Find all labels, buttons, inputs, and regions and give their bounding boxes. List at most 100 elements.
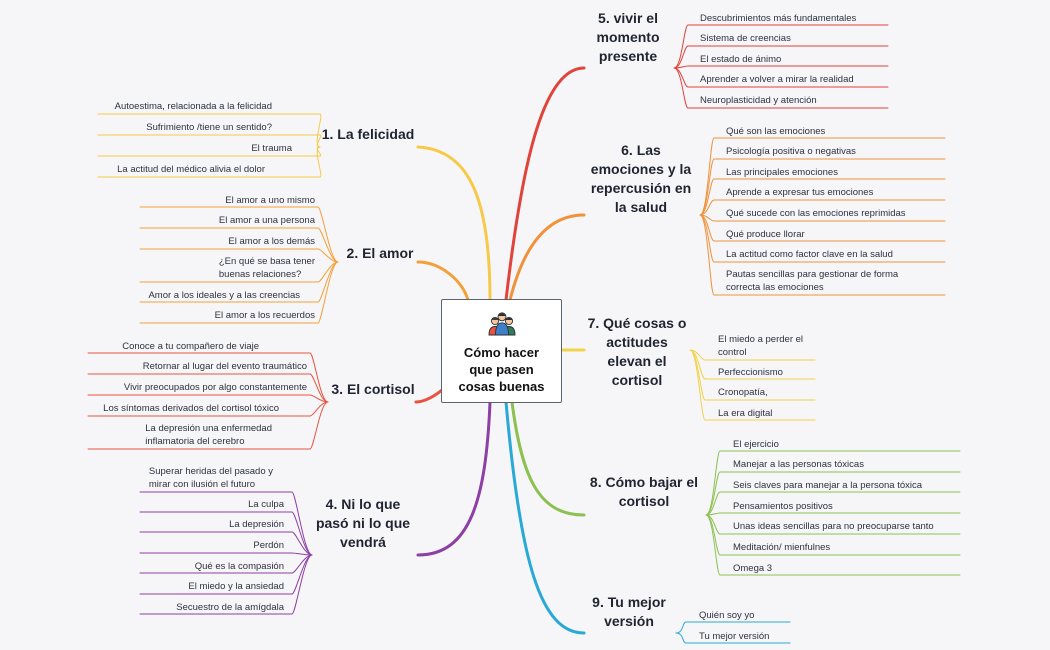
leaf-item[interactable]: La depresión una enfermedad inflamatoria… (145, 423, 272, 447)
branch-connector-emociones (508, 213, 586, 302)
sub-connector (673, 67, 689, 109)
branch-title-mejor[interactable]: 9. Tu mejor versión (592, 594, 666, 629)
leaf-item[interactable]: La actitud del médico alivia el dolor (117, 164, 265, 175)
sub-connector (309, 352, 329, 403)
leaf-item[interactable]: Superar heridas del pasado y mirar con i… (148, 466, 273, 490)
leaf-item[interactable]: Qué sucede con las emociones reprimidas (726, 208, 906, 219)
sub-connector (673, 45, 689, 69)
sub-connector (705, 514, 721, 535)
sub-connector (317, 248, 339, 263)
branch-connector-bajar (510, 400, 586, 517)
branch-connector-pasado (416, 400, 492, 557)
sub-connector (675, 632, 687, 644)
sub-connector (699, 214, 715, 296)
leaf-item[interactable]: El ejercicio (733, 439, 779, 450)
leaf-item[interactable]: Pautas sencillas para gestionar de forma… (726, 269, 899, 293)
branch-connector-cortisol (414, 388, 444, 404)
central-title: Cómo hacer que pasen cosas buenas (458, 345, 545, 394)
leaf-item[interactable]: El miedo a perder el control (718, 334, 804, 358)
sub-connector (291, 531, 313, 556)
sub-connector (317, 227, 339, 263)
sub-connector (309, 394, 329, 403)
leaf-item[interactable]: El amor a los demás (228, 236, 315, 247)
leaf-item[interactable]: Descubrimientos más fundamentales (700, 13, 857, 24)
sub-connector (699, 178, 715, 216)
people-group-icon (488, 312, 516, 336)
sub-connector (689, 349, 706, 421)
sub-connector (699, 214, 715, 242)
branch-connector-felicidad (416, 145, 492, 302)
branch-title-amor[interactable]: 2. El amor (346, 245, 414, 261)
branch-connector-amor (416, 260, 470, 302)
leaf-item[interactable]: Meditación/ mienfulnes (733, 542, 831, 553)
sub-connector (291, 554, 313, 595)
branch-connector-mejor (504, 400, 586, 635)
sub-connector (316, 146, 322, 178)
leaf-item[interactable]: El miedo y la ansiedad (188, 581, 284, 592)
leaf-item[interactable]: Seis claves para manejar a la persona tó… (733, 480, 923, 491)
leaf-item[interactable]: Retornar al lugar del evento traumático (142, 361, 307, 372)
leaf-item[interactable]: Secuestro de la amígdala (176, 602, 284, 613)
leaf-item[interactable]: Qué son las emociones (726, 126, 826, 137)
leaf-item[interactable]: Vivir preocupados por algo constantement… (123, 382, 307, 393)
branch-title-emociones[interactable]: 6. Las emociones y la repercusión en la … (590, 142, 692, 215)
leaf-item[interactable]: Cronopatía, (718, 387, 768, 398)
leaf-item[interactable]: Perdón (253, 540, 284, 551)
sub-connector (705, 450, 721, 516)
sub-connector (291, 511, 313, 556)
leaf-item[interactable]: Aprender a volver a mirar la realidad (700, 74, 854, 85)
sub-connector (699, 199, 715, 216)
leaf-item[interactable]: Psicología positiva o negativas (726, 146, 856, 157)
branch-connector-presente (504, 66, 586, 302)
leaf-item[interactable]: Unas ideas sencillas para no preocuparse… (733, 521, 934, 532)
sub-connector (317, 261, 339, 303)
leaf-item[interactable]: Qué es la compasión (194, 561, 284, 572)
leaf-item[interactable]: La actitud como factor clave en la salud (726, 249, 893, 260)
leaf-item[interactable]: Manejar a las personas tóxicas (733, 459, 864, 470)
sub-connector (705, 491, 721, 516)
leaf-item[interactable]: El amor a uno mismo (225, 195, 315, 206)
sub-connector (316, 113, 322, 148)
leaf-item[interactable]: El trauma (251, 143, 292, 154)
sub-connector (317, 261, 339, 324)
leaf-item[interactable]: Pensamientos positivos (733, 501, 833, 512)
leaf-item[interactable]: ¿En qué se basa tener buenas relaciones? (218, 256, 315, 280)
branch-title-presente[interactable]: 5. vivir el momento presente (596, 10, 660, 64)
leaf-item[interactable]: La era digital (718, 408, 773, 419)
leaf-item[interactable]: Neuroplasticidad y atención (700, 95, 817, 106)
leaf-item[interactable]: Las principales emociones (726, 167, 838, 178)
leaf-item[interactable]: Sistema de creencias (700, 33, 791, 44)
branch-title-elevan[interactable]: 7. Qué cosas o actitudes elevan el corti… (587, 315, 687, 388)
sub-connector (317, 206, 339, 263)
branch-title-bajar[interactable]: 8. Cómo bajar el cortisol (589, 474, 699, 509)
leaf-item[interactable]: Omega 3 (733, 563, 773, 574)
leaf-item[interactable]: Quién soy yo (699, 610, 755, 621)
branch-title-cortisol[interactable]: 3. El cortisol (331, 381, 415, 397)
leaf-item[interactable]: El estado de ánimo (700, 54, 782, 65)
leaf-item[interactable]: Sufrimiento /tiene un sentido? (146, 122, 272, 133)
branch-title-pasado[interactable]: 4. Ni lo que pasó ni lo que vendrá (315, 496, 411, 550)
sub-connector (673, 67, 689, 88)
central-topic[interactable]: Cómo hacer que pasen cosas buenas (441, 299, 562, 403)
sub-connector (675, 621, 687, 634)
sub-connector (309, 401, 329, 450)
leaf-item[interactable]: El amor a los recuerdos (214, 310, 315, 321)
sub-connector (309, 373, 329, 403)
sub-connector (705, 514, 721, 576)
leaf-item[interactable]: Tu mejor versión (699, 631, 770, 642)
branch-title-felicidad[interactable]: 1. La felicidad (321, 126, 415, 142)
leaf-item[interactable]: Autoestima, relacionada a la felicidad (114, 101, 272, 112)
leaf-item[interactable]: Qué produce llorar (726, 229, 805, 240)
leaf-item[interactable]: Los síntomas derivados del cortisol tóxi… (103, 403, 279, 414)
leaf-item[interactable]: La depresión (229, 519, 284, 530)
leaf-item[interactable]: El amor a una persona (218, 215, 315, 226)
leaf-item[interactable]: Aprende a expresar tus emociones (726, 187, 874, 198)
leaf-item[interactable]: Amor a los ideales y a las creencias (148, 290, 300, 301)
sub-connector (291, 554, 313, 615)
sub-connector (705, 471, 721, 516)
leaf-item[interactable]: Conoce a tu compañero de viaje (122, 341, 259, 352)
sub-connector (673, 24, 689, 69)
leaf-item[interactable]: La culpa (248, 499, 284, 510)
leaf-item[interactable]: Perfeccionismo (718, 367, 783, 378)
